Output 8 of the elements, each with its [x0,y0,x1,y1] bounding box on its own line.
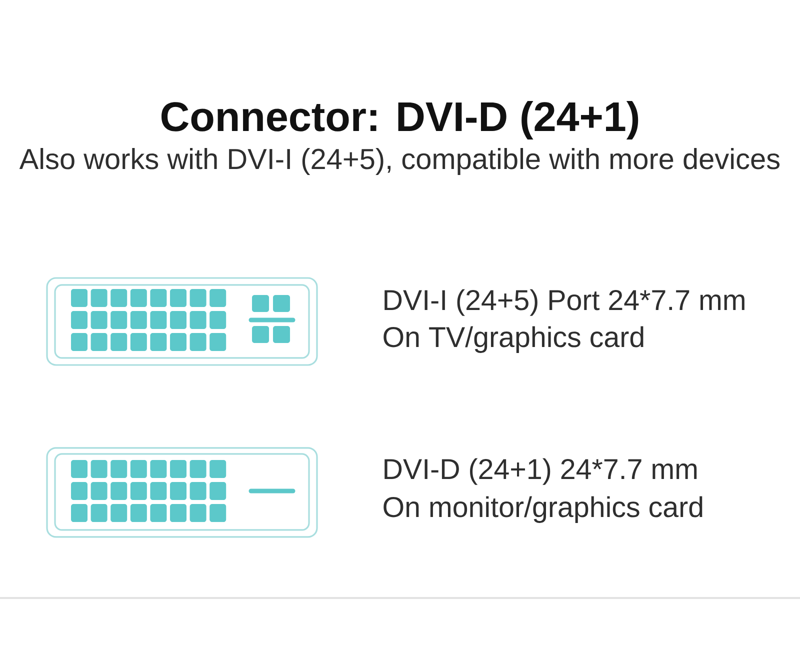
description-text: On TV/graphics card [384,326,644,353]
description-text: DVI-I (24+5) Port 24*7.7 mm [384,289,744,316]
connector-drawing [46,277,318,366]
description-text: On monitor/graphics card [384,496,702,523]
description-text: DVI-D (24+1) 24*7.7 mm [384,458,697,485]
connector-drawing [46,447,318,538]
title: Connector: DVI-D (24+1) [162,101,638,140]
subtitle: Also works with DVI-I (24+5), compatible with more devices [19,148,780,175]
